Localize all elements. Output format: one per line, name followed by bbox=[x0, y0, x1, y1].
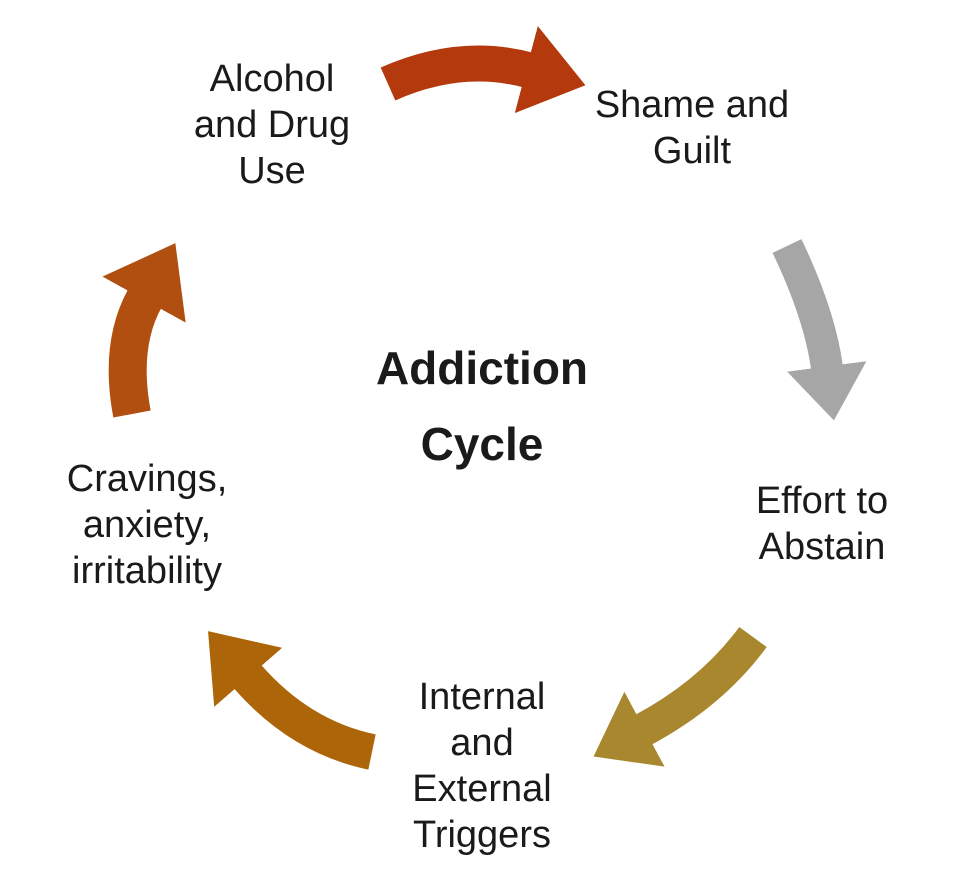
stage-label-alcohol-and-drug-use: Alcohol and Drug Use bbox=[193, 58, 351, 192]
stage-label-internal-and-external-triggers: Internal and External Triggers bbox=[412, 676, 552, 856]
arrow-effort-to-triggers bbox=[593, 626, 767, 767]
stage-label-shame-and-guilt: Shame and Guilt bbox=[594, 84, 790, 172]
stage-label-effort-to-abstain: Effort to Abstain bbox=[755, 480, 889, 568]
arrow-triggers-to-cravings bbox=[208, 631, 376, 770]
arrow-shame-to-effort bbox=[772, 239, 867, 421]
arrow-cravings-to-alcohol bbox=[102, 243, 186, 418]
diagram-title: Addiction Cycle bbox=[375, 342, 589, 470]
stage-label-cravings-anxiety-irritability: Cravings, anxiety, irritability bbox=[66, 458, 228, 592]
arrow-alcohol-to-shame bbox=[380, 26, 586, 114]
